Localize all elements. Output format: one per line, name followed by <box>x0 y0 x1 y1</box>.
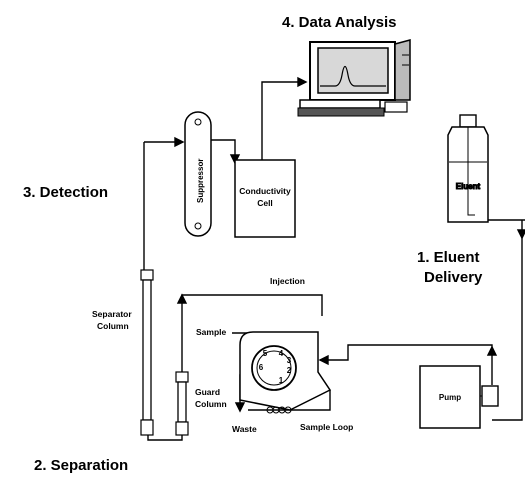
sample-loop-label: Sample Loop <box>300 422 353 432</box>
injection-label: Injection <box>270 276 305 286</box>
conductivity-label-2: Cell <box>257 198 273 208</box>
sample-label: Sample <box>196 327 227 337</box>
title-eluent-delivery-1: 1. Eluent <box>417 249 480 266</box>
guard-label-1: Guard <box>195 387 220 397</box>
suppressor-label: Suppressor <box>196 159 205 203</box>
conductivity-label-1: Conductivity <box>239 186 291 196</box>
valve-port-5: 5 <box>263 349 268 358</box>
valve-port-4: 4 <box>279 349 284 358</box>
waste-label: Waste <box>232 424 257 434</box>
valve-port-3: 3 <box>287 356 292 365</box>
conductivity-cell: Conductivity Cell <box>234 159 296 238</box>
flow-lines <box>143 76 525 441</box>
valve-port-2: 2 <box>287 366 292 375</box>
title-separation: 2. Separation <box>34 457 128 474</box>
guard-column: Guard Column <box>175 371 227 436</box>
title-detection: 3. Detection <box>23 184 108 201</box>
eluent-bottle: Eluent <box>447 114 489 223</box>
eluent-label: Eluent <box>456 182 481 191</box>
guard-label-2: Column <box>195 399 227 409</box>
valve-port-1: 1 <box>279 376 284 385</box>
pump-label: Pump <box>439 393 461 402</box>
valve-port-6: 6 <box>259 363 264 372</box>
title-data-analysis: 4. Data Analysis <box>282 14 397 31</box>
separator-label-2: Column <box>97 321 129 331</box>
separator-label-1: Separator <box>92 309 132 319</box>
separator-column: Separator Column <box>92 269 154 436</box>
pump: Pump <box>419 365 499 429</box>
suppressor: Suppressor <box>184 111 212 237</box>
computer-icon <box>297 39 411 117</box>
title-eluent-delivery-2: Delivery <box>424 269 483 286</box>
injection-valve: 1 2 3 4 5 6 <box>239 331 332 414</box>
